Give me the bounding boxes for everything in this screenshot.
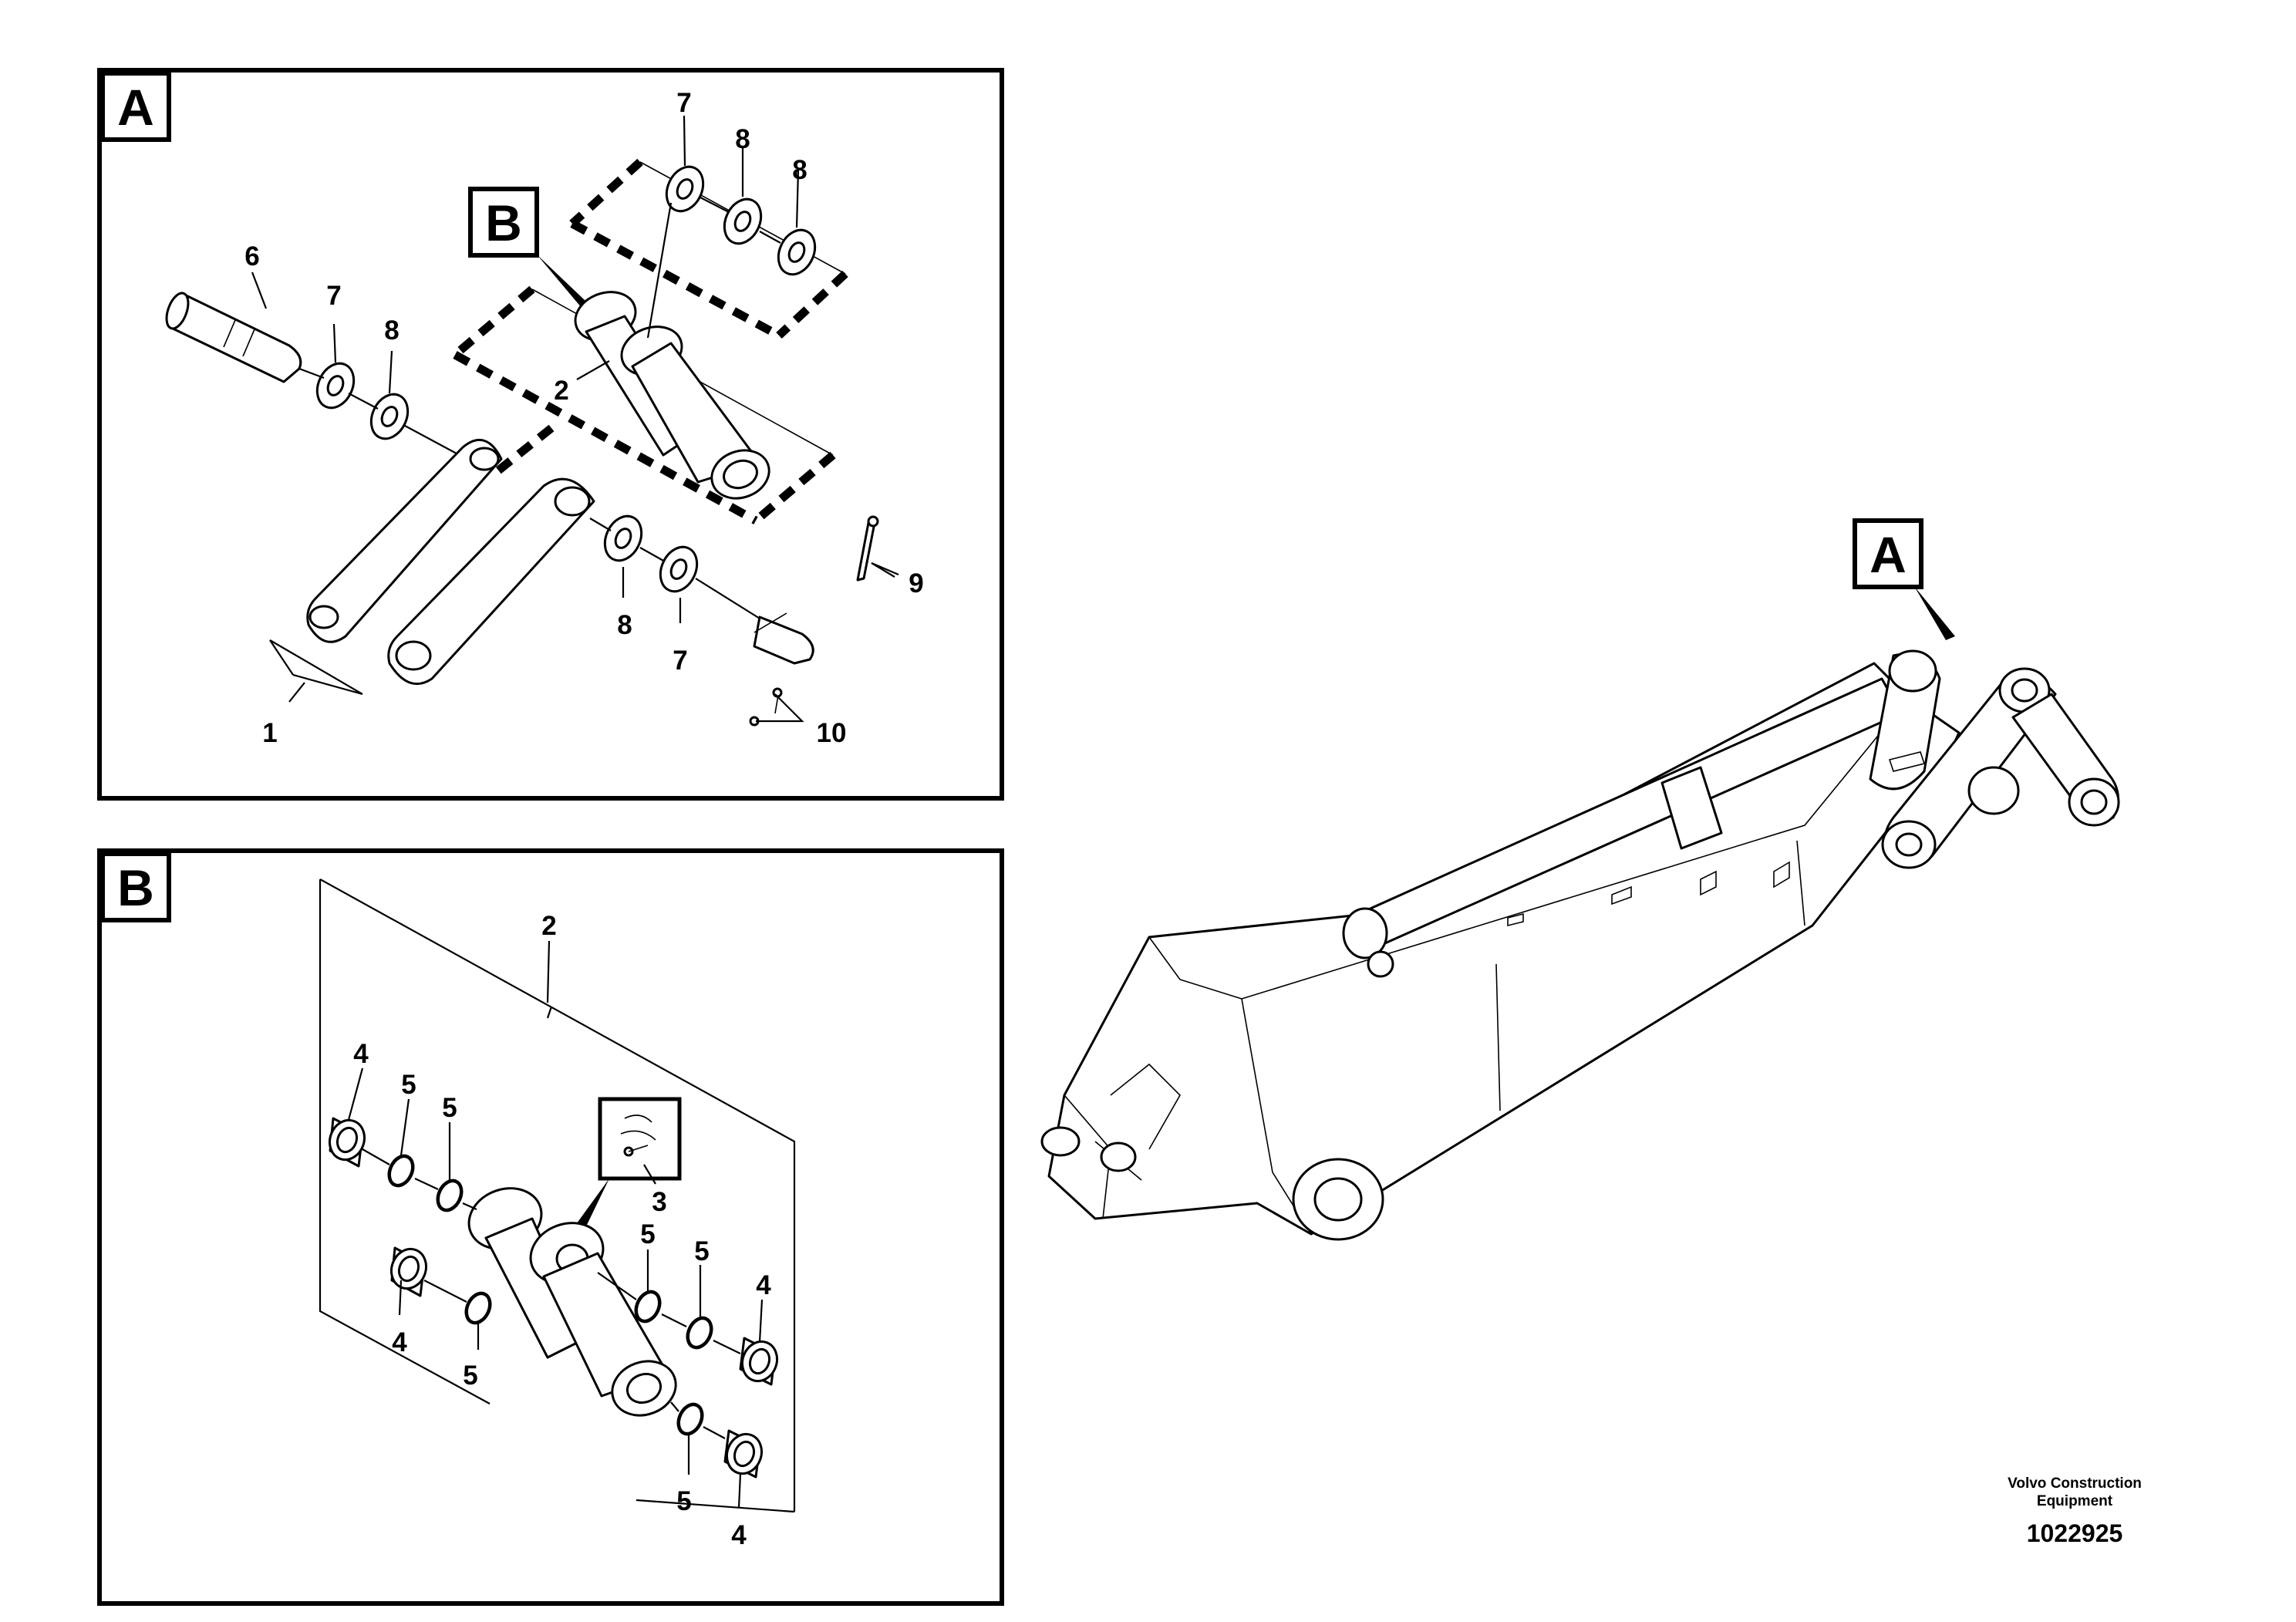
washer-8-left: [369, 393, 410, 440]
washer-8-top-a: [723, 197, 763, 245]
manufacturer-line-1: Volvo Construction: [2008, 1475, 2142, 1492]
washer-7-right: [659, 545, 699, 593]
label-4-bottom: 4: [731, 1520, 747, 1550]
label-8-right: 8: [617, 610, 632, 640]
panel-a: A B: [97, 68, 1004, 801]
boom-assembly: A: [1040, 518, 2120, 1241]
callout-b-box: [468, 187, 539, 258]
manufacturer-line-2: Equipment: [2036, 1493, 2113, 1509]
kit-box-part-3: [598, 1097, 682, 1181]
label-2: 2: [554, 376, 568, 406]
label-5-f: 5: [676, 1486, 691, 1516]
label-5-d: 5: [694, 1236, 709, 1266]
washer-7-top: [665, 165, 705, 213]
label-7-right: 7: [673, 646, 687, 676]
pin-part-6: [165, 292, 302, 383]
label-8-top-a: 8: [735, 124, 750, 154]
label-6: 6: [244, 241, 259, 271]
label-7-left: 7: [326, 281, 341, 311]
label-4-top-left: 4: [353, 1039, 369, 1069]
label-8-left: 8: [384, 315, 399, 346]
panel-a-letter: A: [117, 79, 154, 136]
callout-b-letter: B: [485, 194, 522, 251]
drawing-number: 1022925: [2026, 1519, 2123, 1547]
washer-8-top-b: [777, 228, 817, 276]
washer-7-left: [315, 362, 356, 410]
boom-callout-a-letter: A: [1870, 526, 1907, 583]
pin-part-10: [749, 612, 814, 727]
bushing-4-mid-left: [389, 1246, 428, 1297]
label-b-2: 2: [541, 911, 556, 941]
panel-b-letter-box: [100, 851, 171, 922]
label-1: 1: [262, 718, 277, 748]
label-5-c: 5: [640, 1219, 655, 1249]
panel-a-letter-box: [100, 71, 171, 142]
label-4-right: 4: [756, 1270, 771, 1300]
label-5-e: 5: [463, 1361, 477, 1391]
label-5-a: 5: [401, 1070, 416, 1100]
bushing-4-bottom: [723, 1429, 764, 1479]
label-7-top: 7: [676, 88, 691, 118]
boom-callout-a-box: [1853, 518, 1923, 589]
label-4-mid-left: 4: [392, 1327, 407, 1357]
bushing-4-top-left: [328, 1117, 366, 1168]
label-9: 9: [909, 568, 923, 599]
label-3: 3: [652, 1187, 666, 1217]
panel-b-letter: B: [117, 859, 154, 916]
link-bars-part-1: [306, 439, 595, 686]
panel-b: B: [97, 848, 1004, 1606]
bushing-4-right: [739, 1337, 779, 1386]
washer-8-right: [603, 514, 643, 562]
rocker-link-part-2-detail: [467, 1187, 677, 1417]
label-5-b: 5: [442, 1093, 457, 1123]
label-8-top-b: 8: [792, 155, 807, 185]
rocker-link-part-2: [574, 291, 770, 500]
seal-rings-5: [387, 1154, 713, 1436]
label-10: 10: [817, 718, 847, 748]
footer: Volvo Construction Equipment 1022925: [1959, 1475, 2190, 1548]
